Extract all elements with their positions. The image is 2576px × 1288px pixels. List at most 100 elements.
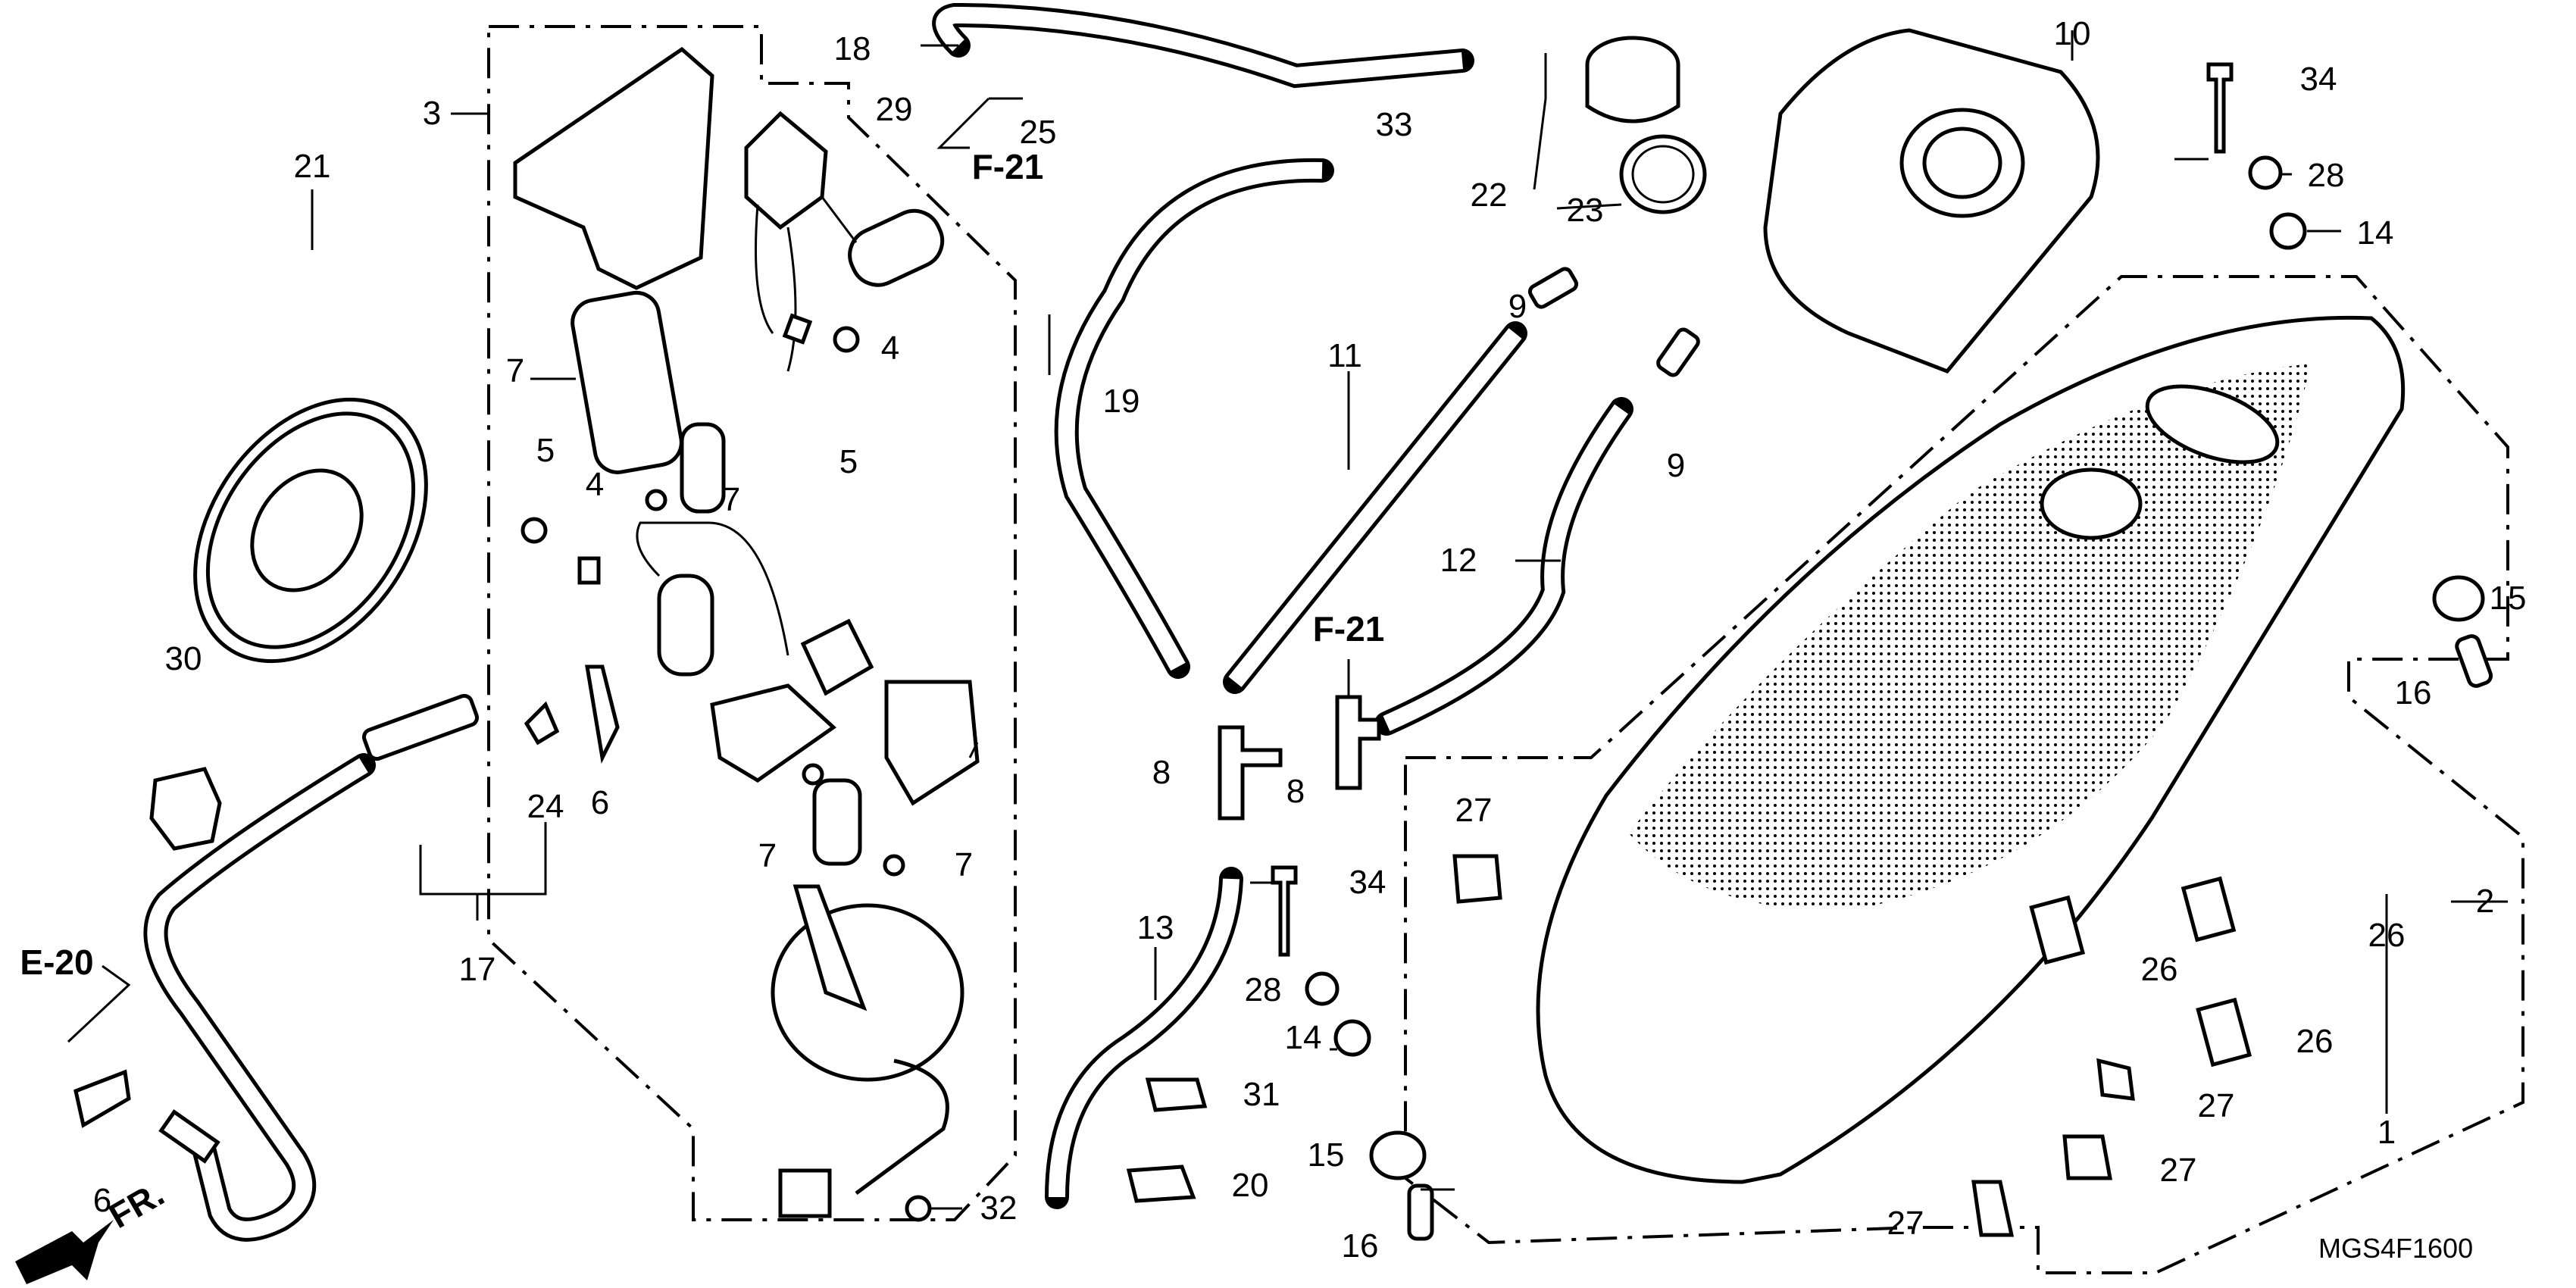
fuel-tank-body bbox=[1536, 315, 2406, 1184]
callout-26-a: 26 bbox=[2140, 951, 2178, 988]
pump-flange-plate bbox=[771, 884, 964, 1218]
callout-26-c: 26 bbox=[2296, 1023, 2334, 1060]
callout-5-upper: 5 bbox=[839, 443, 858, 480]
callout-10: 10 bbox=[2053, 15, 2091, 52]
callout-7-b: 7 bbox=[721, 481, 741, 518]
fuel-cap-22 bbox=[1585, 36, 1680, 123]
callout-4-upper: 4 bbox=[880, 330, 900, 367]
collar-16-lower bbox=[1407, 1183, 1434, 1241]
callout-27-b: 27 bbox=[2197, 1087, 2235, 1124]
gasket-23-inner bbox=[1631, 145, 1695, 204]
nut-4-upper bbox=[782, 313, 813, 345]
callout-12: 12 bbox=[1440, 542, 1477, 579]
hose-13 bbox=[1045, 867, 1243, 1209]
reference-f21-top[interactable]: F-21 bbox=[971, 147, 1044, 186]
nut-32 bbox=[905, 1195, 932, 1222]
callout-32: 32 bbox=[980, 1190, 1018, 1227]
callout-2: 2 bbox=[2475, 883, 2495, 920]
retainer-24 bbox=[524, 701, 560, 746]
clamp-31 bbox=[1145, 1077, 1208, 1112]
pump-bracket bbox=[513, 46, 714, 290]
callout-16-lower: 16 bbox=[1341, 1227, 1379, 1265]
clamp-30 bbox=[149, 767, 222, 851]
drain-hose-19 bbox=[1054, 158, 1334, 679]
callout-22: 22 bbox=[1470, 177, 1508, 214]
callout-14-top: 14 bbox=[2356, 214, 2394, 252]
callout-7-d: 7 bbox=[954, 846, 974, 883]
clip-27-c bbox=[2062, 1134, 2112, 1180]
nut-4-lower bbox=[577, 556, 601, 585]
fuel-level-sender bbox=[744, 111, 945, 372]
joint-9-upper bbox=[1527, 267, 1579, 309]
ref-arrow-e20 bbox=[67, 964, 131, 1043]
callout-34-mid: 34 bbox=[1349, 864, 1386, 901]
assembly-3-boundary bbox=[487, 25, 1017, 1221]
callout-1: 1 bbox=[2377, 1114, 2396, 1151]
leader-lines bbox=[311, 30, 2508, 1210]
callout-31: 31 bbox=[1243, 1076, 1280, 1113]
seal-ring-21 bbox=[193, 397, 428, 664]
callout-8-left: 8 bbox=[1152, 754, 1171, 791]
washer-28-mid bbox=[1305, 971, 1340, 1006]
callout-28-top: 28 bbox=[2307, 157, 2345, 194]
callout-33: 33 bbox=[1375, 106, 1413, 143]
o-ring-7-a bbox=[645, 489, 667, 511]
callout-18: 18 bbox=[833, 30, 871, 67]
reference-f21-mid[interactable]: F-21 bbox=[1312, 609, 1385, 649]
callout-15-right: 15 bbox=[2489, 580, 2527, 617]
callout-19: 19 bbox=[1102, 383, 1140, 420]
callout-21: 21 bbox=[293, 148, 331, 185]
callout-29: 29 bbox=[875, 91, 913, 128]
callout-24: 24 bbox=[527, 788, 564, 825]
reference-e20[interactable]: E-20 bbox=[20, 943, 94, 982]
clip-6-lower bbox=[73, 1069, 131, 1128]
callout-26-b: 26 bbox=[2368, 917, 2406, 954]
callout-25: 25 bbox=[1019, 114, 1057, 151]
callout-7-a: 7 bbox=[505, 352, 525, 389]
drawing-code: MGS4F1600 bbox=[2318, 1233, 2474, 1264]
callout-16-right: 16 bbox=[2394, 674, 2432, 711]
fuel-filter-7 bbox=[571, 290, 726, 514]
cushion-26-b bbox=[2181, 876, 2237, 943]
pump-cover bbox=[710, 618, 980, 806]
grommet-15-lower bbox=[1369, 1130, 1427, 1180]
fuel-feed-hose-17 bbox=[143, 693, 480, 1242]
cushion-26-a bbox=[2029, 895, 2086, 965]
clip-27-b bbox=[2096, 1058, 2135, 1101]
t-joint-8-right bbox=[1335, 695, 1381, 790]
clip-27-a bbox=[1452, 854, 1502, 904]
clamp-20 bbox=[1126, 1165, 1196, 1203]
hose-12 bbox=[1374, 397, 1633, 736]
callout-4-lower: 4 bbox=[585, 466, 605, 503]
callout-3: 3 bbox=[422, 95, 442, 132]
callout-27-d: 27 bbox=[1887, 1205, 1924, 1242]
callout-34-top: 34 bbox=[2299, 61, 2337, 98]
callout-14-mid: 14 bbox=[1284, 1019, 1322, 1056]
cushion-26-c bbox=[2196, 997, 2252, 1068]
grommet-15-right bbox=[2432, 575, 2485, 622]
bolt-5-upper bbox=[833, 326, 860, 353]
joint-9-lower bbox=[1656, 327, 1700, 377]
bolt-34-top bbox=[2206, 62, 2234, 154]
grommet-14-mid bbox=[1333, 1019, 1371, 1057]
callout-27-a: 27 bbox=[1455, 792, 1493, 829]
assembly-2-boundary bbox=[1404, 275, 2524, 1274]
callout-8-right: 8 bbox=[1286, 773, 1305, 810]
callout-27-c: 27 bbox=[2159, 1152, 2197, 1189]
callout-9-upper: 9 bbox=[1508, 288, 1527, 325]
callout-6-upper: 6 bbox=[590, 784, 610, 821]
hose-11 bbox=[1223, 321, 1527, 694]
callout-17: 17 bbox=[458, 951, 496, 988]
bolt-34-mid bbox=[1271, 865, 1298, 957]
o-ring-7-b bbox=[802, 763, 824, 786]
callout-5-lower: 5 bbox=[536, 432, 555, 469]
bolt-5-lower bbox=[521, 517, 548, 544]
breather-hose-18 bbox=[932, 2, 1474, 89]
callout-28-mid: 28 bbox=[1244, 971, 1282, 1008]
fuel-pump bbox=[636, 521, 789, 677]
pressure-regulator bbox=[812, 778, 862, 866]
callout-7-c: 7 bbox=[758, 837, 777, 874]
ref-arrow-f21-top bbox=[936, 97, 990, 149]
callout-30: 30 bbox=[164, 640, 202, 677]
